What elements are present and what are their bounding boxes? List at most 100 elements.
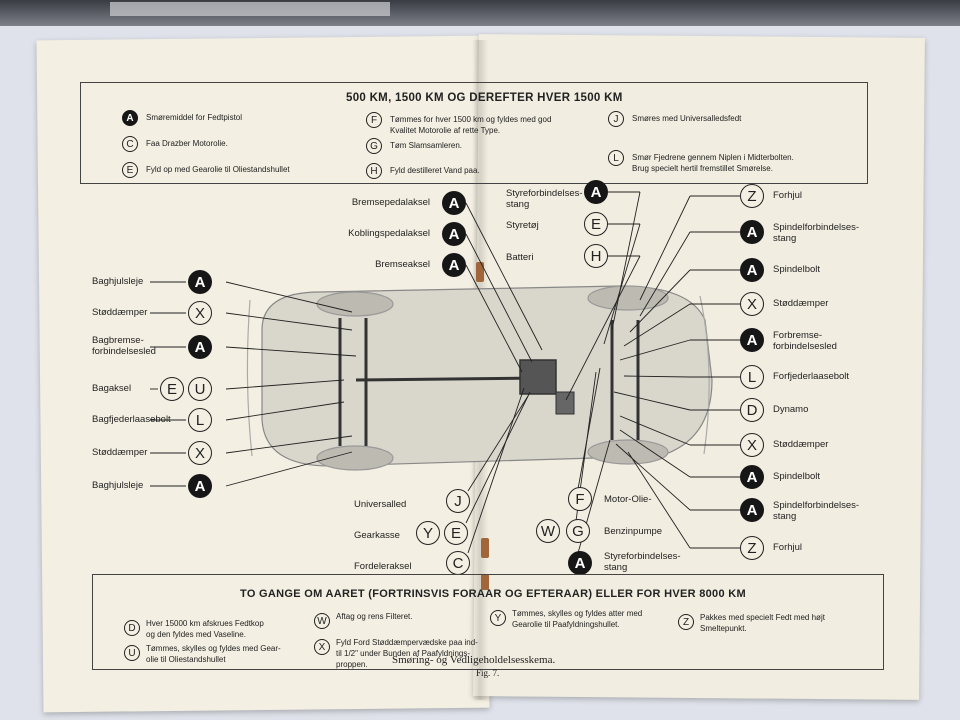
code-a-icon: A [740,328,764,352]
footer-legend-text: og den fyldes med Vaseline. [146,630,246,639]
code-x-icon: X [314,639,330,655]
code-a-icon: A [442,191,466,215]
code-a-icon: A [188,474,212,498]
right-part-label: stang [773,511,797,522]
right-part-label: Støddæmper [773,298,829,309]
code-g-icon: G [566,519,590,543]
left-part-label: forbindelsesled [92,346,156,357]
code-d-icon: D [740,398,764,422]
code-w-icon: W [536,519,560,543]
header-legend-box [80,82,868,184]
center-part-label: Bremsepedalaksel [351,197,430,208]
right-part-label: Spindelbolt [773,264,821,275]
header-legend-text: Faa Drazber Motorolie. [146,139,228,148]
leader-line [225,312,353,331]
leader-line [225,401,345,421]
footer-legend-text: Smeltepunkt. [700,624,747,633]
code-x-icon: X [740,433,764,457]
code-a-icon: A [442,222,466,246]
code-x-icon: X [188,441,212,465]
footer-legend-text: Tømmes, skylles og fyldes med Gear- [146,644,281,653]
leader-line [619,429,691,478]
code-x-icon: X [740,292,764,316]
leader-line [465,391,531,524]
right-part-label: Spindelforbindelses- [773,500,860,511]
bottom-part-label: stang [604,562,628,573]
chassis-frame [338,318,640,446]
header-legend-text: Fyld op med Gearolie til Oliestandshulle… [146,165,290,174]
center-part-label: stang [506,199,530,210]
figure-number: Fig. 7. [476,668,500,678]
leader-line [603,223,641,345]
footer-legend-text: olie til Oliestandshullet [146,655,226,664]
code-f-icon: F [568,487,592,511]
header-legend-text: Tømmes for hver 1500 km og fyldes med go… [390,115,552,124]
staple [481,574,489,590]
left-part-label: Baghjulsleje [92,480,144,491]
right-part-label: Forhjul [773,542,803,553]
code-h-icon: H [584,244,608,268]
bottom-part-label: Fordeleraksel [354,561,412,572]
right-part-label: Forhjul [773,190,803,201]
code-a-icon: A [188,335,212,359]
leader-line [623,375,691,378]
code-j-icon: J [608,111,624,127]
code-a-icon: A [740,258,764,282]
leader-line [623,303,691,347]
footer-legend-text: Fyld Ford Støddæmpervædske paa ind- [336,638,478,647]
leader-line [639,231,691,317]
footer-legend-text: til 1/2" under Bunden af Paafyldnings- [336,649,471,658]
leader-line [225,451,353,487]
code-a-icon: A [740,220,764,244]
figure-caption: Smøring- og Vedligeholdelsesskema. [392,654,556,666]
leader-lines [150,191,740,554]
right-part-label: Spindelbolt [773,471,821,482]
bottom-part-label: Styreforbindelses- [604,551,681,562]
left-part-label: Støddæmper [92,307,148,318]
code-y-icon: Y [490,610,506,626]
leader-line [619,415,691,446]
right-part-label: Støddæmper [773,439,829,450]
right-part-label: Forfjederlaasebolt [773,371,850,382]
code-h-icon: H [366,163,382,179]
code-y-icon: Y [416,521,440,545]
header-legend-text: Brug specielt hertil fremstillet Smørels… [632,164,773,173]
leader-line [577,367,601,490]
code-u-icon: U [124,645,140,661]
center-part-label: Koblingspedalaksel [348,228,430,239]
footer-legend-text: Hver 15000 km afskrues Fedtkop [146,619,264,628]
code-f-icon: F [366,112,382,128]
header-title: 500 KM, 1500 KM OG DEREFTER HVER 1500 KM [346,92,623,104]
bottom-part-label: Universalled [354,499,407,510]
leader-line [627,451,691,549]
code-c-icon: C [122,136,138,152]
center-part-label: Styretøj [506,220,539,231]
leader-line [565,255,641,401]
code-a-icon: A [442,253,466,277]
left-part-label: Baghjulsleje [92,276,144,287]
left-part-label: Bagbremse- [92,335,144,346]
code-a-icon: A [584,180,608,204]
leader-line [465,264,523,373]
leader-line [629,269,691,333]
leader-line [225,379,345,390]
center-part-label: Styreforbindelses- [506,188,583,199]
code-z-icon: Z [678,614,694,630]
code-e-icon: E [122,162,138,178]
code-a-icon: A [740,465,764,489]
code-g-icon: G [366,138,382,154]
leader-line [225,281,353,313]
left-part-label: Bagaksel [92,383,132,394]
code-e-icon: E [444,521,468,545]
footer-legend-text: Tømmes, skylles og fyldes atter med [512,609,643,618]
code-l-icon: L [740,365,764,389]
center-part-label: Bremseaksel [375,259,430,270]
header-legend-text: Kvalitet Motorolie af rette Type. [390,126,501,135]
leader-line [619,339,691,361]
right-part-label: Dynamo [773,404,809,415]
footer-legend-text: Gearolie til Paafyldningshullet. [512,620,620,629]
header-legend-text: Smøres med Universalledsfedt [632,114,742,123]
code-e-icon: E [160,377,184,401]
footer-legend-text: proppen. [336,660,368,669]
